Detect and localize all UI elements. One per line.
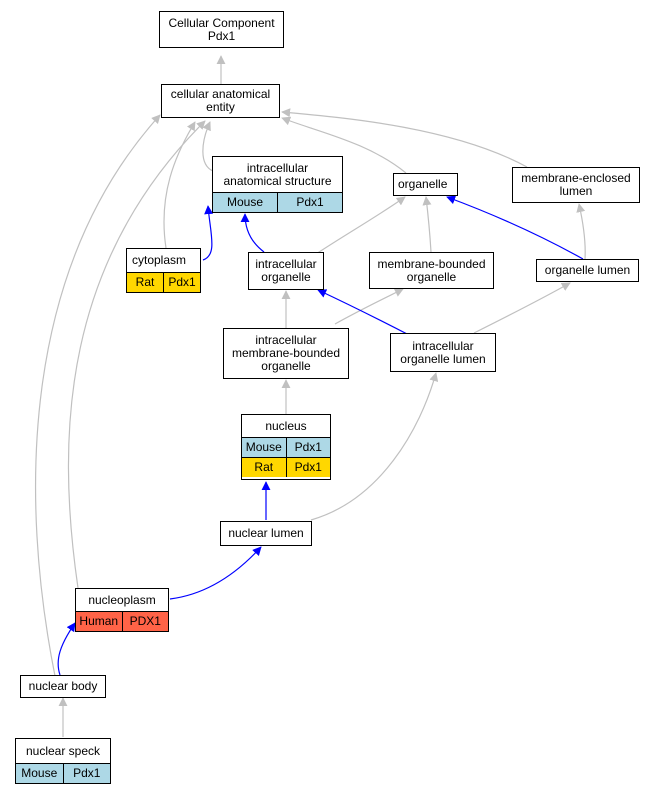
- species-cell: Rat: [242, 458, 286, 477]
- gene-cell: Pdx1: [62, 764, 110, 783]
- edge-mbo-organelle: [422, 196, 432, 253]
- annotation-row: Rat Pdx1: [242, 457, 330, 477]
- annotation-row: Mouse Pdx1: [16, 763, 110, 783]
- node-title: intracellular organelle: [255, 257, 317, 284]
- annotation-row: Human PDX1: [76, 611, 168, 631]
- edge-ias-cae: [202, 121, 214, 172]
- node-cytoplasm[interactable]: cytoplasm Rat Pdx1: [126, 248, 201, 293]
- node-title: nuclear body: [28, 679, 98, 693]
- edge-ol-organelle: [446, 195, 584, 260]
- species-cell: Mouse: [16, 764, 63, 783]
- gene-cell: Pdx1: [285, 438, 330, 457]
- node-organelle[interactable]: organelle: [393, 173, 458, 196]
- node-title: nucleus: [265, 418, 307, 433]
- edge-mel-cae: [281, 108, 528, 168]
- node-nucleoplasm[interactable]: nucleoplasm Human PDX1: [75, 588, 169, 632]
- node-intracellular-anatomical-structure[interactable]: intracellular anatomical structure Mouse…: [212, 156, 343, 213]
- node-intracellular-membrane-bounded-organelle[interactable]: intracellular membrane-bounded organelle: [223, 328, 349, 379]
- species-cell: Human: [76, 612, 122, 631]
- edge-np-cae: [67, 120, 206, 589]
- edge-cytoplasm-cae: [163, 121, 196, 249]
- node-nuclear-lumen[interactable]: nuclear lumen: [220, 521, 312, 546]
- edge-io-organelle: [312, 196, 406, 257]
- node-title: nuclear lumen: [228, 526, 304, 540]
- edge-iol-ol: [473, 282, 571, 334]
- node-nucleus[interactable]: nucleus Mouse Pdx1 Rat Pdx1: [241, 414, 331, 480]
- node-nuclear-body[interactable]: nuclear body: [20, 675, 106, 698]
- gene-cell: Pdx1: [277, 193, 342, 212]
- node-title: organelle lumen: [544, 263, 631, 277]
- node-title: membrane-bounded organelle: [377, 256, 486, 284]
- node-title: intracellular membrane-bounded organelle: [231, 333, 341, 373]
- species-cell: Mouse: [242, 438, 286, 457]
- node-title: intracellular organelle lumen: [400, 338, 486, 366]
- edge-organelle-cae: [281, 116, 407, 174]
- annotation-row: Rat Pdx1: [127, 272, 200, 292]
- annotation-row: Mouse Pdx1: [213, 192, 342, 212]
- node-membrane-enclosed-lumen[interactable]: membrane-enclosed lumen: [512, 167, 640, 203]
- node-intracellular-organelle[interactable]: intracellular organelle: [248, 252, 324, 290]
- node-nuclear-speck[interactable]: nuclear speck Mouse Pdx1: [15, 738, 111, 784]
- node-title: intracellular anatomical structure: [223, 160, 332, 188]
- node-title: organelle: [398, 177, 448, 191]
- node-title: nuclear speck: [25, 743, 101, 758]
- node-title: cytoplasm: [132, 253, 187, 267]
- node-organelle-lumen[interactable]: organelle lumen: [536, 259, 639, 282]
- edge-ol-mel: [576, 203, 586, 260]
- edge-np-nl: [169, 546, 262, 600]
- edge-cytoplasm-ias: [202, 205, 214, 261]
- node-intracellular-organelle-lumen[interactable]: intracellular organelle lumen: [390, 333, 496, 372]
- node-title: cellular anatomical entity: [170, 87, 271, 114]
- node-cellular-component[interactable]: Cellular Component Pdx1: [159, 11, 284, 48]
- gene-cell: Pdx1: [285, 458, 330, 477]
- edge-io-ias: [240, 213, 265, 253]
- edge-nb-cae: [34, 114, 161, 677]
- node-title: Cellular Component Pdx1: [168, 15, 275, 43]
- gene-cell: Pdx1: [163, 273, 200, 292]
- edge-imbo-mbo: [334, 288, 404, 325]
- node-title: membrane-enclosed lumen: [521, 171, 631, 198]
- edge-iol-io: [317, 289, 412, 337]
- species-cell: Mouse: [213, 193, 277, 212]
- species-cell: Rat: [127, 273, 163, 292]
- edge-nl-iol: [310, 372, 439, 521]
- annotation-row: Mouse Pdx1: [242, 437, 330, 457]
- edge-nb-np: [57, 622, 76, 676]
- node-cellular-anatomical-entity[interactable]: cellular anatomical entity: [161, 84, 280, 118]
- gene-cell: PDX1: [121, 612, 168, 631]
- node-title: nucleoplasm: [88, 592, 156, 607]
- node-membrane-bounded-organelle[interactable]: membrane-bounded organelle: [369, 252, 494, 289]
